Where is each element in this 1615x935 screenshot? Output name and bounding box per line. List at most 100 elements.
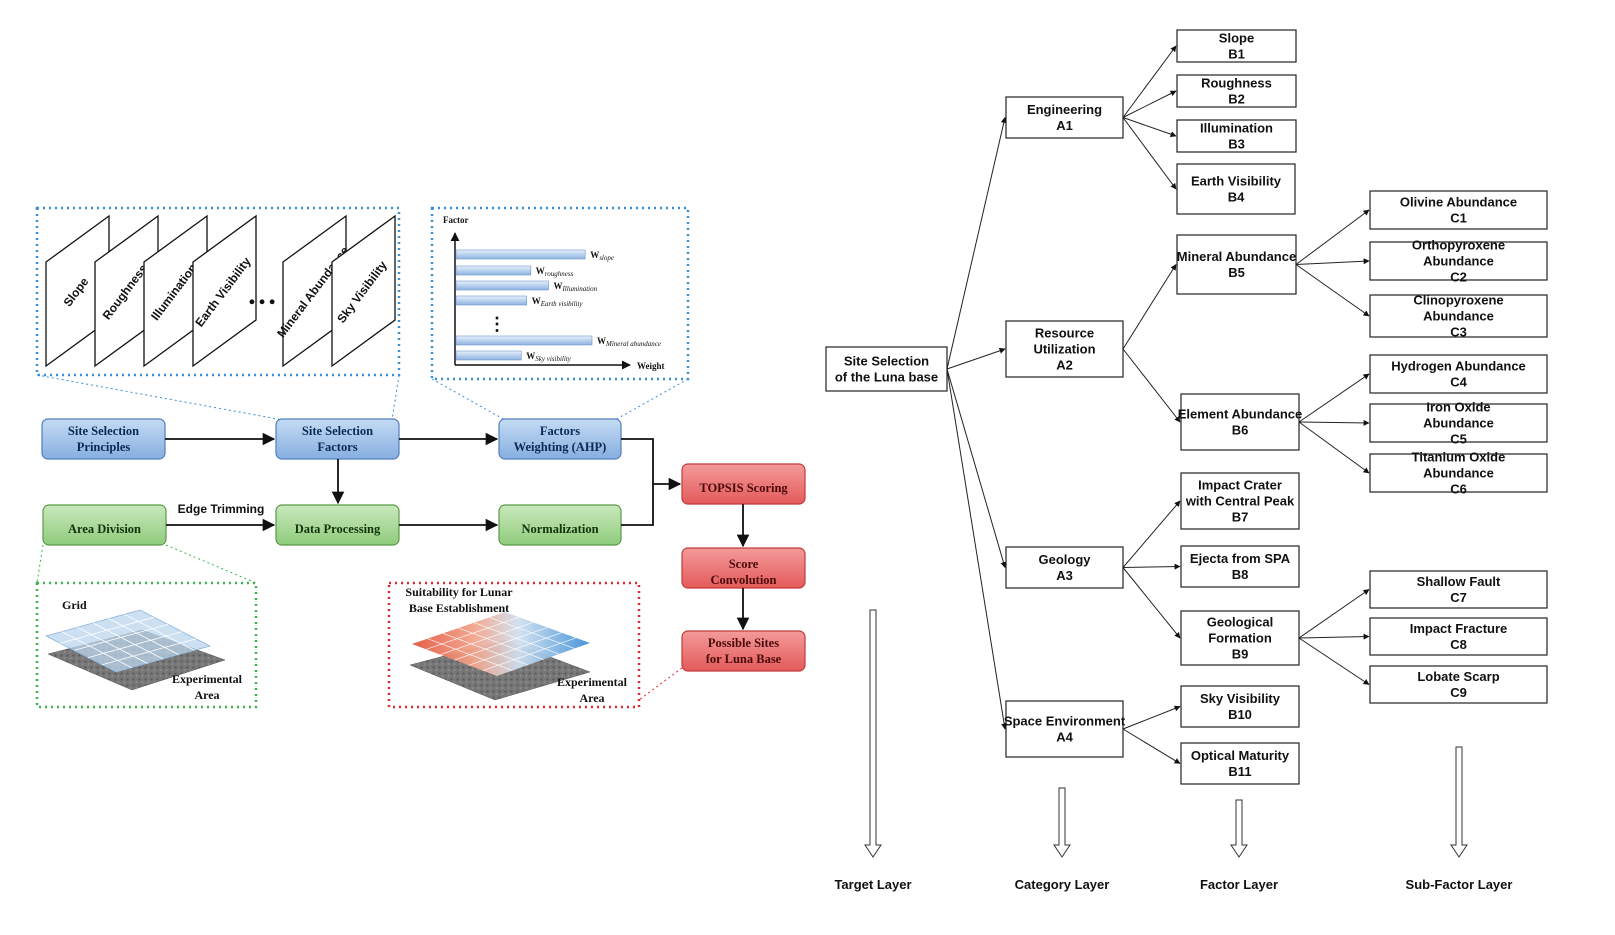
hierarchy-edge: [1122, 45, 1177, 118]
layer-label: Category Layer: [1015, 877, 1110, 892]
hierarchy-edge: [1122, 117, 1177, 190]
layer-label: Sub-Factor Layer: [1406, 877, 1513, 892]
weight-chart: Factor Weight WslopeWroughnessWIlluminat…: [443, 215, 665, 371]
weight-bar: WIllumination: [455, 280, 598, 293]
hierarchy-edge: [946, 368, 1008, 730]
grid-frame: [35, 581, 258, 709]
hierarchy-edge: [946, 347, 1006, 370]
weight-chart-ylabel: Factor: [443, 215, 468, 225]
factor-layers-frame: [35, 206, 401, 377]
weight-bar-label: WMineral abundance: [597, 336, 661, 348]
hierarchy-edge: [1122, 567, 1181, 639]
hierarchy-edge: [1295, 209, 1370, 265]
weight-bar: WMineral abundance: [455, 335, 661, 348]
layer-arrow-category-layer: Category Layer: [1015, 787, 1110, 892]
hierarchy-edge: [1298, 373, 1370, 423]
hierarchy-edge: [1122, 728, 1181, 764]
layer-label: Factor Layer: [1200, 877, 1278, 892]
connector-ahp-panel-right: [614, 378, 689, 421]
connector-possible-suitability: [638, 667, 683, 701]
hierarchy-edge: [946, 116, 1007, 370]
weight-bar: Wslope: [455, 249, 614, 262]
hierarchy-edge: [1298, 419, 1370, 426]
grid-overlay: [44, 609, 212, 673]
weight-chart-xlabel: Weight: [637, 361, 665, 371]
panel-roughness: Roughness: [94, 214, 159, 368]
node-topsis: TOPSIS Scoring: [681, 463, 806, 505]
hierarchy-edge: [1122, 117, 1177, 138]
weight-chart-frame: [430, 206, 690, 381]
hierarchy-edge: [1122, 500, 1181, 568]
panel-sky-visibility: Sky Visibility: [331, 214, 396, 368]
hierarchy-edge: [1295, 258, 1370, 265]
node-area: Area Division: [42, 504, 167, 546]
hierarchy-edge: [1122, 90, 1177, 118]
hierarchy-edge: [1298, 633, 1370, 640]
suitability-frame: [387, 581, 641, 709]
panel-illumination: Illumination: [143, 214, 208, 368]
suitability-grid: [426, 616, 576, 672]
connector-factors-panel-right: [391, 374, 400, 421]
layer-arrow-factor-layer: Factor Layer: [1200, 799, 1278, 892]
weight-bar-label: Wslope: [590, 250, 614, 262]
weight-bar: WEarth visibility: [455, 295, 584, 308]
hierarchy-edge: [1295, 264, 1370, 317]
weight-bar: WSky visibility: [455, 350, 572, 363]
edge-trimming-label: Edge Trimming: [178, 502, 265, 516]
node-processing-label: Data Processing: [295, 522, 381, 536]
weight-bar-label: WSky visibility: [526, 351, 571, 363]
hierarchy-edge: [1298, 589, 1370, 639]
weight-bar-label: WEarth visibility: [532, 296, 584, 308]
grid-label: Grid: [62, 598, 87, 612]
node-normalization: Normalization: [498, 504, 622, 546]
hierarchy-edge: [1122, 263, 1177, 350]
layer-arrow-target-layer: Target Layer: [834, 609, 912, 892]
node-processing: Data Processing: [275, 504, 400, 546]
